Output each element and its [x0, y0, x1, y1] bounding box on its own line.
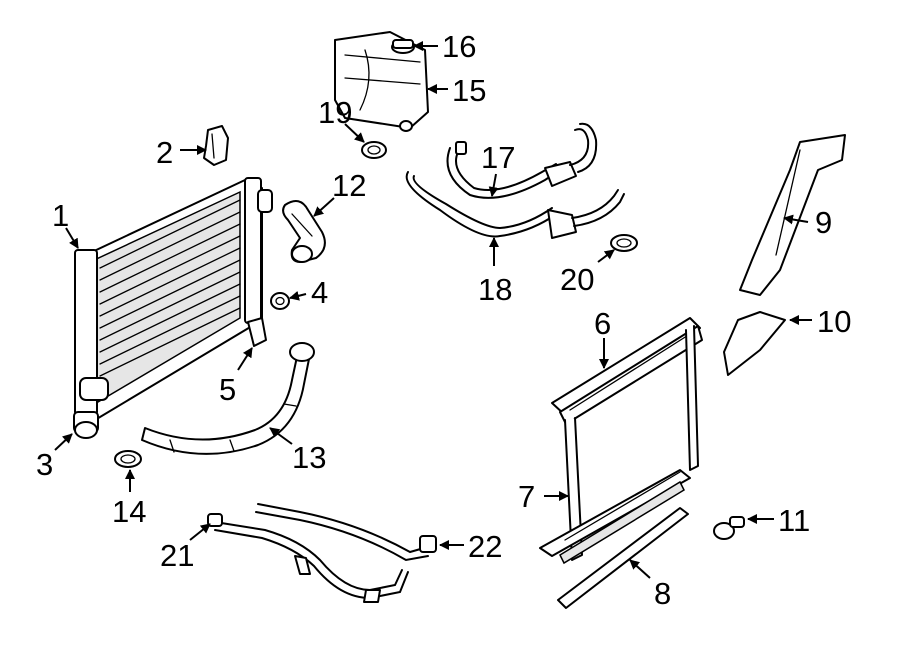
callout-16: 16: [442, 29, 476, 64]
callout-17: 17: [481, 140, 515, 175]
callout-4: 4: [311, 275, 328, 310]
callout-13: 13: [292, 440, 326, 475]
callout-6: 6: [594, 306, 611, 341]
hose-clamp-lower: [114, 450, 142, 468]
heater-hose: [405, 171, 625, 239]
callout-5: 5: [219, 372, 236, 407]
callout-21: 21: [160, 538, 194, 573]
shroud-lower-section: [539, 469, 691, 565]
lower-hose: [141, 342, 315, 455]
callout-7: 7: [518, 479, 535, 514]
lower-seal: [557, 507, 689, 609]
fitting: [270, 292, 290, 310]
fan-shroud: [551, 317, 703, 561]
coolant-reservoir: [334, 31, 429, 132]
seal: [247, 317, 267, 347]
outlet-elbow: [282, 200, 326, 263]
callout-9: 9: [815, 205, 832, 240]
callout-12: 12: [332, 168, 366, 203]
radiator: [73, 177, 273, 433]
cooler-line-upper: [255, 503, 437, 562]
callout-2: 2: [156, 135, 173, 170]
cooler-line-lower: [207, 513, 409, 603]
callout-11: 11: [778, 503, 810, 538]
air-deflector: [723, 311, 786, 376]
leader-lines: [54, 41, 812, 579]
callout-10: 10: [817, 304, 851, 339]
callout-22: 22: [468, 529, 502, 564]
callout-19: 19: [318, 95, 352, 130]
push-pin: [713, 516, 745, 540]
callout-3: 3: [36, 447, 53, 482]
callout-8: 8: [654, 576, 671, 611]
callout-14: 14: [112, 494, 146, 529]
callout-18: 18: [478, 272, 512, 307]
callout-1: 1: [52, 198, 69, 233]
overflow-hose: [446, 122, 598, 199]
callout-15: 15: [452, 73, 486, 108]
drain-cock: [74, 421, 98, 439]
bracket: [203, 125, 229, 166]
hose-clamp-reservoir: [361, 141, 387, 159]
callout-20: 20: [560, 262, 594, 297]
reservoir-cap: [391, 39, 415, 54]
callout-labels: 1 2 3 4 5 6 7 8 9 10 11 12 13 14 15 16 1…: [36, 29, 851, 611]
hose-clamp-heater: [610, 234, 638, 252]
